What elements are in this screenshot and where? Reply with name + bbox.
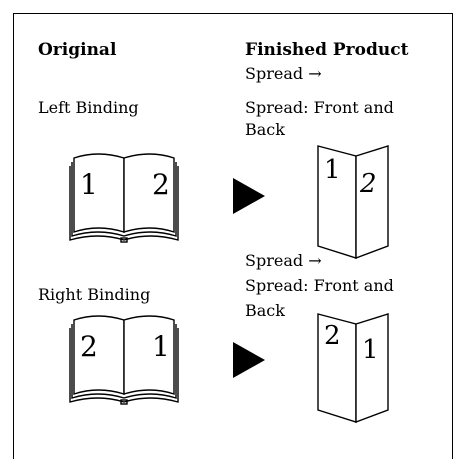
arrow-icon <box>233 178 265 214</box>
right-binding-result-line2: Spread: Front and <box>245 276 394 295</box>
folded-sheet-right-binding: 2 1 <box>317 313 389 424</box>
folded-sheet-page-number-back: 2 <box>359 169 377 199</box>
arrow-icon <box>233 342 265 378</box>
open-book-left-page-number: 2 <box>80 330 98 363</box>
left-binding-result-line3: Back <box>245 120 285 139</box>
left-binding-result-line2: Spread: Front and <box>245 98 394 117</box>
header-original: Original <box>38 40 117 60</box>
right-binding-result-line1: Spread → <box>245 251 322 270</box>
folded-sheet-page-number-front: 1 <box>324 155 341 185</box>
open-book-left-binding: 1 2 <box>69 153 179 243</box>
open-book-right-binding: 2 1 <box>69 315 179 405</box>
left-binding-label: Left Binding <box>38 98 139 117</box>
frame-border <box>13 13 453 459</box>
open-book-right-page-number: 1 <box>152 330 170 363</box>
right-binding-result-line3: Back <box>245 301 285 320</box>
folded-sheet-left-binding: 1 2 <box>317 145 389 260</box>
right-binding-label: Right Binding <box>38 285 151 304</box>
left-binding-result-line1: Spread → <box>245 64 322 83</box>
open-book-left-page-number: 1 <box>80 168 98 201</box>
open-book-right-page-number: 2 <box>152 168 170 201</box>
folded-sheet-page-number-front: 2 <box>324 321 341 351</box>
header-finished-product: Finished Product <box>245 40 409 60</box>
folded-sheet-page-number-back: 1 <box>362 335 379 365</box>
